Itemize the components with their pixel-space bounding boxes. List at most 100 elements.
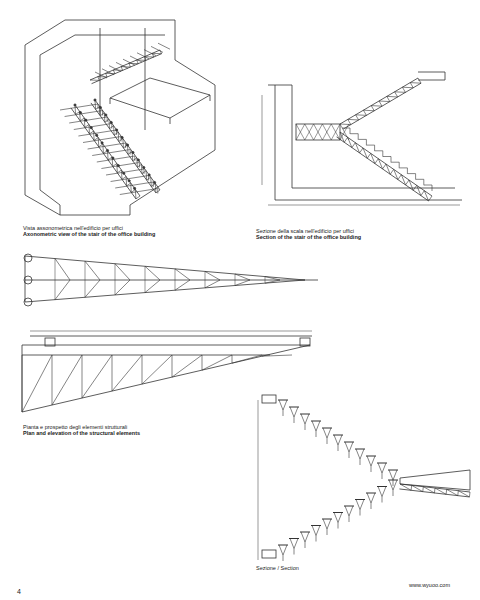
stroke — [416, 179, 424, 180]
joint-dot — [105, 114, 107, 116]
stroke — [305, 424, 306, 430]
joint-dot — [85, 119, 87, 121]
stroke — [363, 110, 366, 115]
stroke — [314, 124, 323, 140]
stroke — [402, 87, 413, 89]
stroke — [409, 180, 413, 190]
stroke — [345, 506, 349, 516]
stroke — [142, 171, 146, 174]
stroke — [399, 489, 469, 497]
stroke — [406, 180, 409, 185]
stroke — [127, 183, 131, 186]
stroke — [340, 78, 418, 124]
stroke — [175, 269, 190, 280]
stroke — [278, 545, 288, 546]
stroke — [102, 144, 104, 153]
stroke — [80, 118, 84, 121]
joint-dot — [101, 142, 103, 144]
stroke — [296, 124, 305, 140]
stroke — [118, 132, 120, 141]
joint-dot — [148, 174, 150, 176]
stroke — [399, 162, 400, 168]
stroke — [367, 145, 375, 146]
stroke — [279, 400, 283, 410]
stroke — [101, 163, 139, 169]
stroke — [129, 63, 138, 64]
stroke — [348, 119, 351, 124]
stroke — [294, 539, 298, 549]
stroke — [322, 519, 332, 520]
joint-dot — [94, 99, 96, 101]
stroke — [119, 139, 123, 142]
stroke — [112, 355, 142, 391]
stroke — [407, 168, 408, 174]
joint-dot — [99, 106, 101, 108]
stroke — [305, 124, 314, 140]
stroke — [90, 50, 160, 80]
stroke — [98, 77, 100, 81]
stroke — [350, 133, 358, 134]
stroke — [235, 274, 236, 286]
stroke — [411, 485, 413, 490]
stroke — [366, 456, 376, 457]
stroke — [71, 108, 136, 199]
stroke — [205, 271, 220, 280]
stroke — [387, 96, 398, 98]
stroke — [262, 355, 292, 356]
stroke — [155, 184, 157, 193]
stroke — [312, 421, 316, 431]
stroke — [360, 148, 363, 153]
stroke — [367, 456, 371, 466]
watermark: www.wyuoo.com — [408, 582, 451, 588]
stroke — [340, 124, 351, 126]
stroke — [360, 500, 364, 510]
stroke — [363, 148, 367, 158]
stroke — [116, 62, 128, 68]
stroke — [367, 153, 370, 158]
stroke — [423, 179, 424, 185]
stroke — [136, 196, 140, 199]
stroke — [338, 513, 342, 523]
stroke — [388, 470, 398, 471]
stroke — [90, 80, 99, 81]
stroke — [429, 196, 432, 201]
stroke — [371, 105, 382, 107]
stroke — [111, 176, 149, 182]
stroke — [152, 53, 161, 54]
stroke — [122, 139, 124, 148]
stroke — [378, 159, 382, 169]
stroke — [371, 493, 375, 503]
stroke — [333, 435, 343, 436]
stroke — [305, 532, 309, 542]
stroke — [352, 143, 355, 148]
stroke — [100, 113, 104, 116]
stroke — [75, 105, 140, 196]
stroke — [283, 400, 287, 410]
stroke — [366, 139, 367, 145]
stroke — [22, 355, 23, 412]
stroke — [355, 143, 359, 153]
stroke — [371, 106, 374, 111]
stroke — [356, 449, 360, 459]
stroke — [412, 485, 423, 491]
stroke — [393, 490, 394, 496]
stroke — [232, 355, 233, 363]
joint-dot — [123, 172, 125, 174]
stroke — [378, 487, 382, 497]
joint-dot — [116, 129, 118, 131]
stroke — [156, 190, 160, 193]
stroke — [294, 407, 298, 417]
stroke — [305, 124, 314, 140]
stroke — [338, 435, 342, 445]
stroke — [314, 124, 323, 140]
joint-dot — [121, 136, 123, 138]
stroke — [142, 355, 172, 384]
stroke — [371, 503, 372, 509]
stroke — [152, 53, 154, 57]
caption: Plan and elevation of the structural ele… — [22, 430, 141, 436]
stroke — [305, 542, 306, 548]
stroke — [350, 128, 351, 134]
stroke — [402, 87, 405, 92]
stroke — [52, 355, 82, 405]
stroke — [52, 355, 53, 405]
